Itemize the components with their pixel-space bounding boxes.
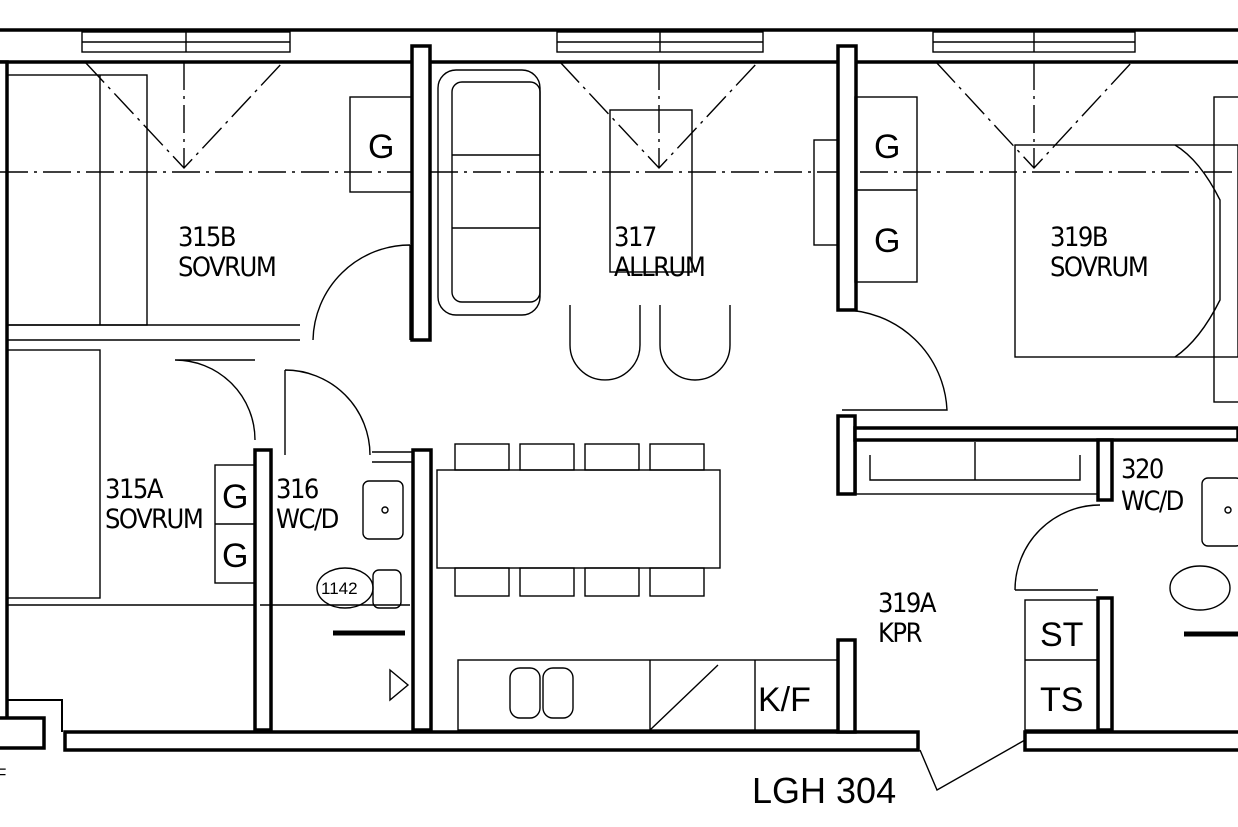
dimension-label: 1142 bbox=[321, 579, 358, 598]
svg-text:317: 317 bbox=[614, 222, 656, 253]
room-316: 316 WC/D bbox=[276, 474, 340, 535]
room-315a: 315A SOVRUM bbox=[105, 474, 204, 535]
outer-walls bbox=[0, 28, 1238, 752]
kf-label: K/F bbox=[758, 681, 811, 719]
svg-text:319B: 319B bbox=[1050, 222, 1107, 253]
svg-text:315B: 315B bbox=[178, 222, 235, 253]
svg-text:320: 320 bbox=[1121, 454, 1163, 485]
wardrobe-label: G bbox=[222, 537, 248, 575]
svg-text:WC/D: WC/D bbox=[1121, 486, 1184, 517]
room-319b: 319B SOVRUM bbox=[1050, 222, 1149, 283]
svg-text:WC/D: WC/D bbox=[276, 504, 339, 535]
ts-label: TS bbox=[1040, 681, 1083, 719]
svg-text:SOVRUM: SOVRUM bbox=[1050, 252, 1147, 283]
wardrobe-label: G bbox=[874, 128, 900, 166]
svg-text:SOVRUM: SOVRUM bbox=[105, 504, 202, 535]
st-label: ST bbox=[1040, 616, 1083, 654]
svg-text:KPR: KPR bbox=[878, 618, 923, 649]
apartment-label: LGH 304 bbox=[752, 770, 896, 811]
room-320: 320 WC/D bbox=[1121, 454, 1185, 517]
svg-text:ALLRUM: ALLRUM bbox=[614, 252, 704, 283]
room-319a: 319A KPR bbox=[878, 588, 938, 649]
room-315b: 315B SOVRUM bbox=[178, 222, 277, 283]
svg-text:SOVRUM: SOVRUM bbox=[178, 252, 275, 283]
svg-text:319A: 319A bbox=[878, 588, 937, 619]
svg-text:316: 316 bbox=[276, 474, 318, 505]
edge-letter: F bbox=[0, 765, 6, 784]
windows bbox=[81, 31, 1136, 170]
svg-text:315A: 315A bbox=[105, 474, 164, 505]
wardrobe-label: G bbox=[874, 222, 900, 260]
wardrobe-label: G bbox=[222, 478, 248, 516]
furniture bbox=[6, 69, 1238, 731]
wardrobe-label: G bbox=[368, 128, 394, 166]
door-swings bbox=[174, 244, 1101, 791]
room-317: 317 ALLRUM bbox=[614, 222, 706, 283]
